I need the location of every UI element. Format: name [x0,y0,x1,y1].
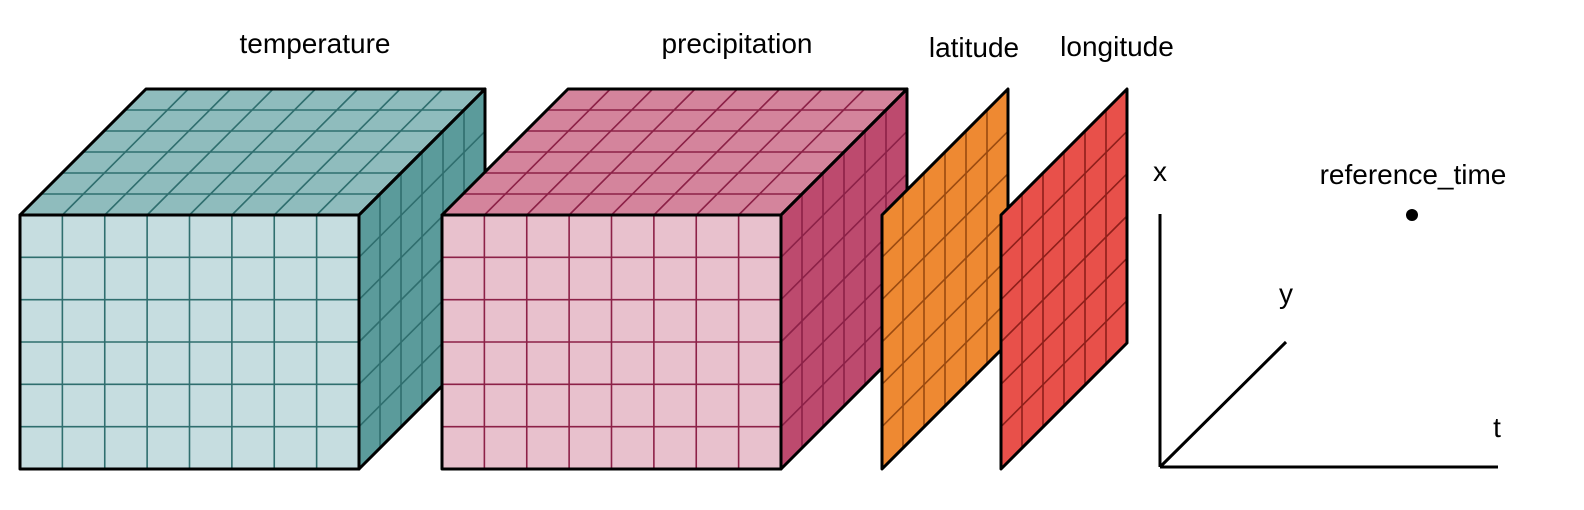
x-axis-label: x [1153,156,1167,187]
grid-line [881,172,1009,301]
grid-line [881,215,1009,343]
latitude-label: latitude [929,32,1019,63]
latitude-sheet [880,87,1010,471]
y-axis-label: y [1279,278,1293,309]
grid-line [881,299,1009,428]
longitude-label: longitude [1060,31,1174,62]
grid-line [1000,299,1128,428]
sheet-outline [999,87,1129,471]
grid-line [881,257,1009,386]
t-axis-label: t [1493,412,1501,443]
precipitation-label: precipitation [662,28,813,59]
temperature-label: temperature [240,28,391,59]
grid-line [881,130,1009,259]
longitude-sheet [999,87,1129,471]
longitude-sheet-grid [999,87,1129,471]
coordinate-axes [1158,214,1498,469]
reference-time-label: reference_time [1320,159,1507,190]
grid-line [1000,257,1128,386]
temperature-cube [18,87,487,471]
grid-line [1000,215,1128,343]
precipitation-cube [440,87,909,471]
grid-line [1000,130,1128,259]
reference-time-point [1406,209,1418,221]
y-axis-line [1158,340,1288,469]
latitude-sheet-grid [880,87,1010,471]
grid-line [1000,172,1128,301]
